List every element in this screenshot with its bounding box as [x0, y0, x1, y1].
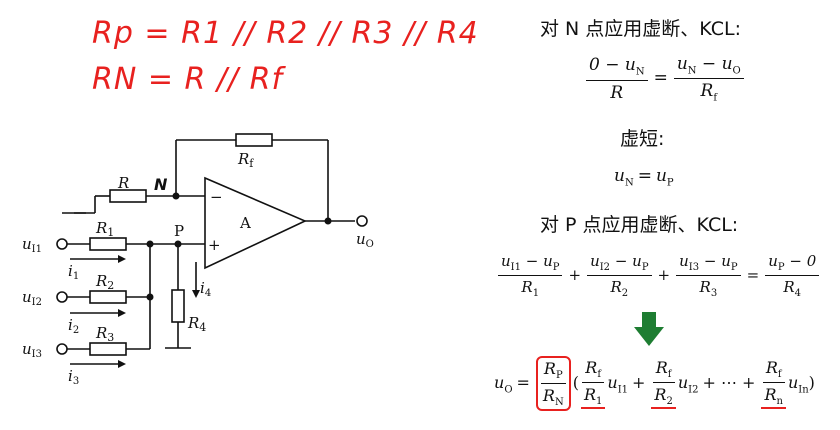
op-amp-triangle: [204, 176, 307, 270]
handwritten-rn-equation: RN = R // Rf: [92, 62, 284, 97]
label-plus: +: [208, 236, 221, 254]
resistor-r2: [89, 290, 127, 304]
heading-p-kcl: 对 P 点应用虚断、KCL:: [540, 214, 739, 236]
label-rf: Rf: [237, 150, 254, 170]
label-u13: uI3: [22, 340, 42, 360]
label-r4: R4: [187, 314, 206, 334]
resistor-rf: [235, 133, 273, 147]
down-arrow-icon: [634, 312, 664, 346]
label-amp: A: [239, 214, 251, 232]
label-r1: R1: [95, 219, 114, 239]
handwritten-n-mark: N: [154, 175, 168, 194]
output-terminal: [356, 215, 368, 227]
label-i2: i2: [68, 316, 79, 336]
label-uo: uO: [356, 230, 374, 250]
label-i1: i1: [68, 262, 79, 282]
label-u11: uI1: [22, 235, 42, 255]
label-u12: uI2: [22, 288, 42, 308]
resistor-r4: [171, 289, 185, 323]
label-r3: R3: [95, 324, 114, 344]
label-i4: i4: [200, 279, 211, 299]
label-p: P: [174, 222, 184, 240]
heading-n-kcl: 对 N 点应用虚断、KCL:: [540, 18, 741, 40]
label-r: R: [117, 174, 129, 192]
op-amp-circuit: Rf R N R1 R2 R3 R4 A − + P uI1 uI2 uI3 u…: [22, 133, 374, 387]
heading-virtual-short: 虚短:: [620, 128, 665, 150]
resistor-r3: [89, 342, 127, 356]
resistor-r1: [89, 237, 127, 251]
handwritten-rp-equation: Rp = R1 // R2 // R3 // R4: [92, 16, 479, 51]
label-r2: R2: [95, 272, 114, 292]
label-minus: −: [210, 188, 223, 206]
label-i3: i3: [68, 367, 79, 387]
equation-virtual-short: uN=uP: [614, 166, 674, 189]
